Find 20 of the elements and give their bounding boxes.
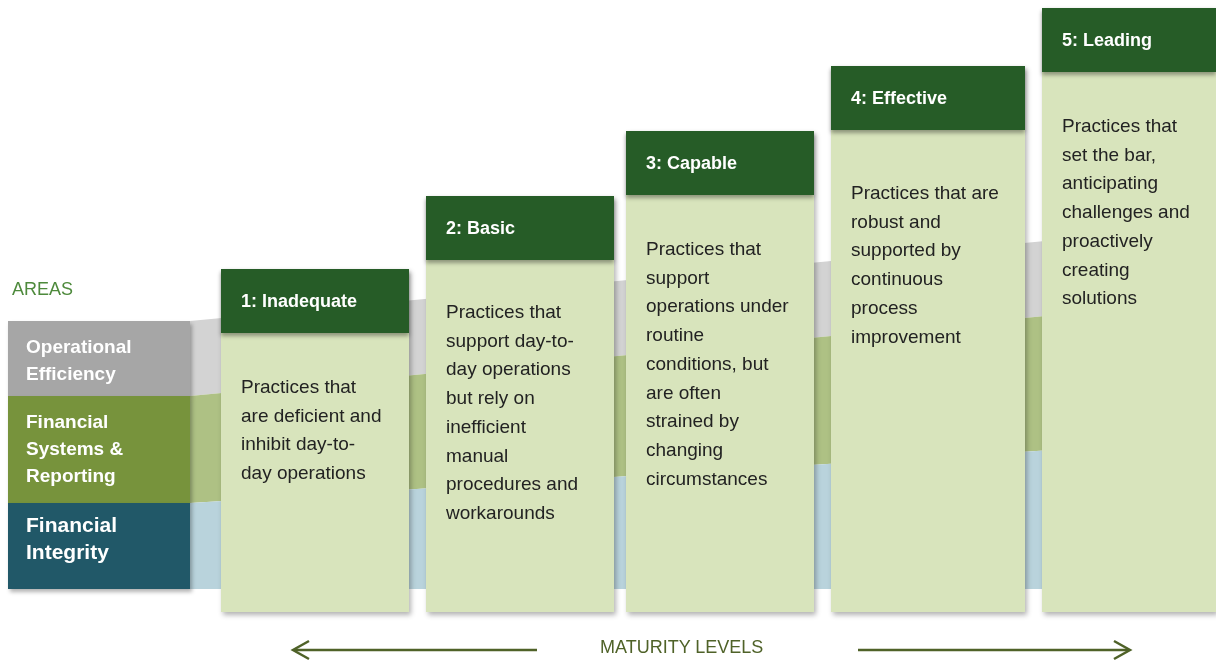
level-description: Practices that set the bar, anticipating challenges and proactively creating solutions [1062,114,1191,311]
area-box: Operational Efficiency [8,321,190,396]
level-description: Practices that are deficient and inhibit day-to-day operations [241,375,383,486]
axis-title: MATURITY LEVELS [600,637,764,658]
area-box: Financial Systems & Reporting [8,396,190,503]
level-description: Practices that are robust and supported by continuous process improvement [851,181,1000,349]
level-column [426,196,614,612]
level-heading: 3: Capable [626,131,814,195]
level-heading: 1: Inadequate [221,269,409,333]
level-column [1042,8,1216,612]
level-heading: 2: Basic [426,196,614,260]
level-heading: 4: Effective [831,66,1025,130]
level-description: Practices that support operations under routine conditions, but are often strained by changing circumstances [646,237,790,491]
level-heading: 5: Leading [1042,8,1216,72]
level-column [626,131,814,612]
level-column [831,66,1025,612]
area-box: Financial Integrity [8,503,190,589]
section-label: AREAS [12,279,74,300]
level-description: Practices that support day-to-day operations but rely on inefficient manual procedures and workarounds [446,300,580,525]
level-column [221,269,409,612]
